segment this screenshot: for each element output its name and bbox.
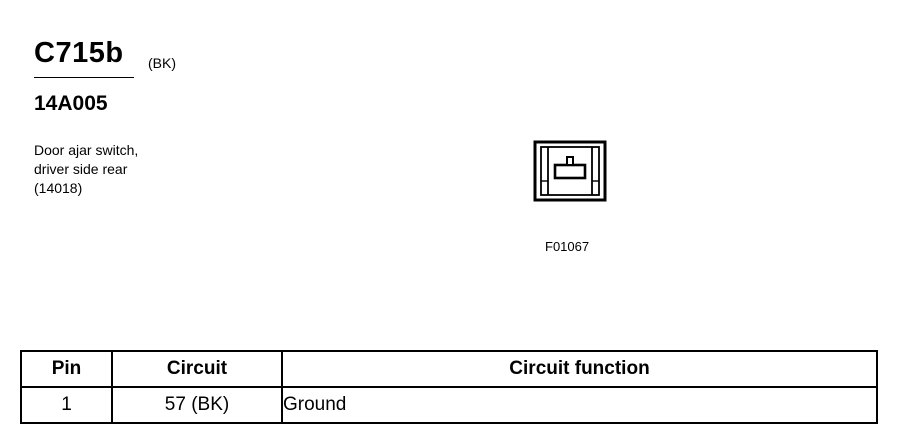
connector-id: C715b bbox=[34, 37, 124, 69]
title-rule bbox=[34, 77, 134, 78]
table-row: 1 57 (BK) Ground bbox=[20, 386, 878, 424]
column-header-circuit-function: Circuit function bbox=[281, 350, 878, 388]
part-number: 14A005 bbox=[34, 92, 108, 115]
description-line: (14018) bbox=[34, 180, 83, 196]
connector-color: (BK) bbox=[148, 55, 176, 71]
pin-table: Pin Circuit Circuit function 1 57 (BK) G… bbox=[20, 350, 878, 424]
column-header-circuit: Circuit bbox=[111, 350, 283, 388]
description-line: Door ajar switch, bbox=[34, 142, 139, 158]
table-header-row: Pin Circuit Circuit function bbox=[20, 350, 878, 388]
column-header-pin: Pin bbox=[20, 350, 113, 388]
connector-face-icon bbox=[533, 140, 607, 202]
figure-code: F01067 bbox=[545, 239, 590, 254]
pin-cell: 1 bbox=[20, 386, 113, 424]
circuit-function-cell: Ground bbox=[281, 386, 878, 424]
circuit-cell: 57 (BK) bbox=[111, 386, 283, 424]
component-description: Door ajar switch, driver side rear (1401… bbox=[34, 141, 138, 198]
description-line: driver side rear bbox=[34, 161, 128, 177]
